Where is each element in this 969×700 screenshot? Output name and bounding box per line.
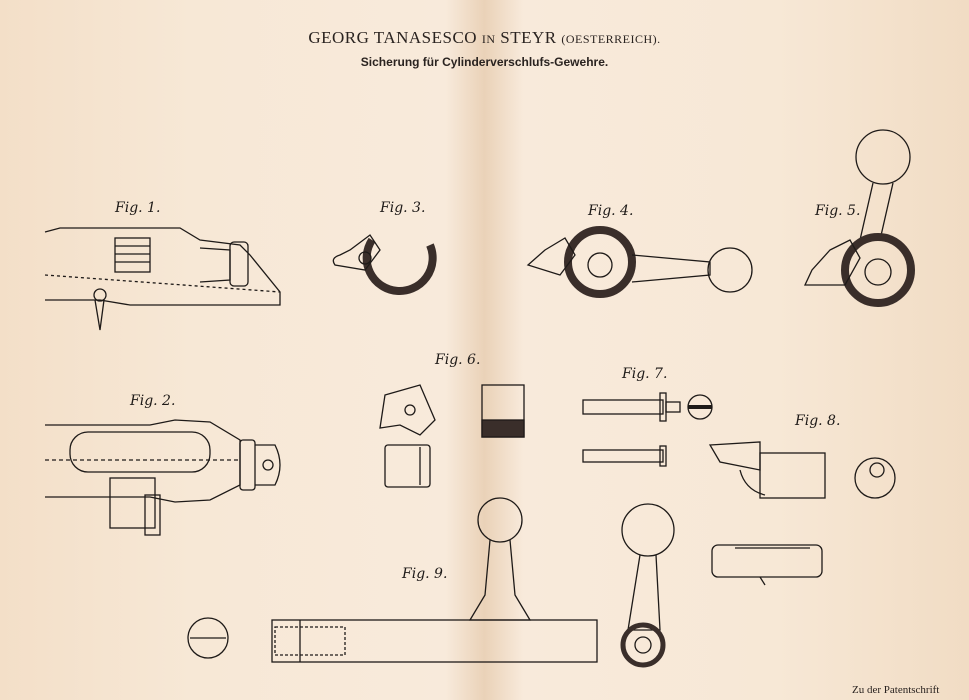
fig-2-label: Fig. 2.	[130, 393, 176, 409]
fig-3-drawing	[332, 234, 437, 295]
fig-8-label: Fig. 8.	[795, 413, 841, 429]
fig-1-label: Fig. 1.	[115, 200, 161, 216]
fig-4-drawing	[526, 226, 753, 298]
fig-3-label: Fig. 3.	[380, 200, 426, 216]
fig-5-label: Fig. 5.	[815, 203, 861, 219]
fig-8-drawing	[708, 441, 896, 586]
patent-subtitle: Sicherung für Cylinderverschlufs-Gewehre…	[360, 55, 609, 69]
city: STEYR	[500, 28, 557, 47]
fig-5-drawing	[803, 129, 915, 307]
fig-1-drawing	[44, 227, 281, 331]
fig-6-drawing	[379, 384, 525, 488]
fig-9-label: Fig. 9.	[402, 566, 448, 582]
fig-6-label: Fig. 6.	[435, 352, 481, 368]
fig-2-drawing	[45, 419, 281, 536]
inventor-name: GEORG TANASESCO	[308, 28, 478, 47]
title-in: IN	[481, 32, 496, 46]
fig-7-label: Fig. 7.	[622, 366, 668, 382]
fig-9-drawing	[187, 497, 675, 668]
patent-title: GEORG TANASESCO IN STEYR (OESTERREICH).	[0, 28, 969, 48]
footer-note: Zu der Patentschrift	[852, 684, 940, 696]
country: (OESTERREICH).	[561, 32, 661, 46]
fig-7-drawing	[582, 392, 713, 467]
fig-4-label: Fig. 4.	[588, 203, 634, 219]
